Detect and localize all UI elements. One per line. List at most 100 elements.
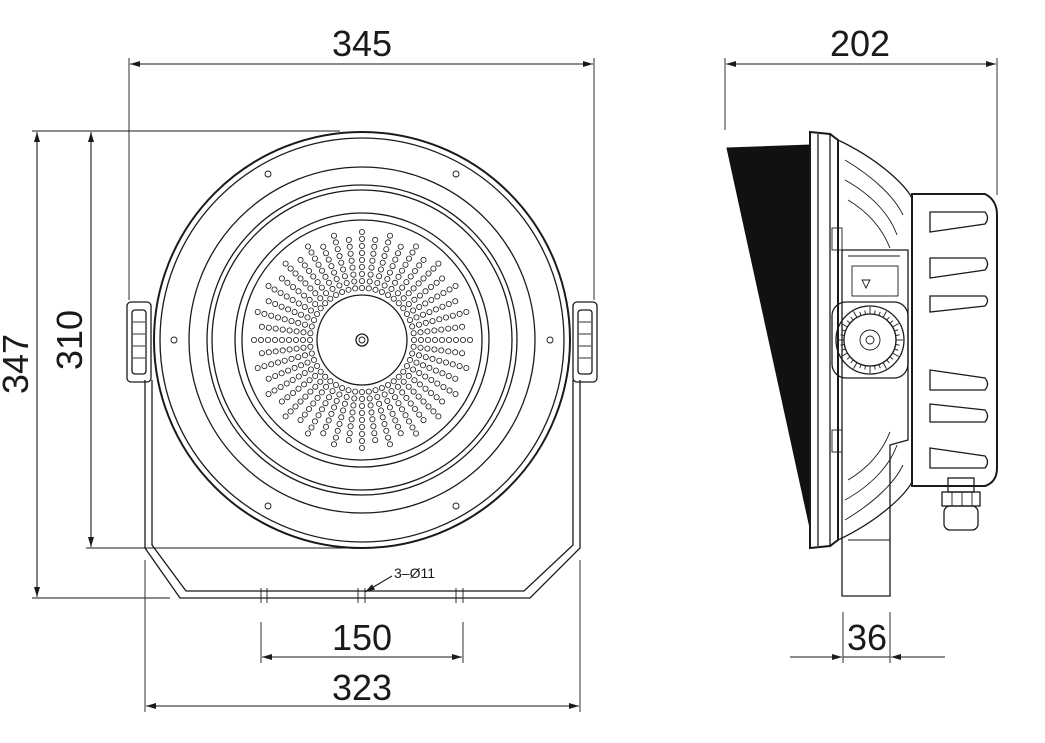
led-dot	[311, 255, 318, 262]
led-dot	[358, 284, 365, 291]
led-dot	[385, 239, 392, 246]
led-dot	[426, 364, 433, 371]
led-dot	[328, 410, 335, 417]
led-dot	[407, 273, 414, 280]
led-dot	[325, 256, 332, 263]
hole-note: 3–Ø11	[394, 565, 435, 581]
led-dot	[419, 311, 426, 318]
led-dot	[403, 362, 410, 369]
led-dot	[314, 279, 321, 286]
led-dot	[403, 394, 410, 401]
led-dot	[367, 271, 374, 278]
led-dot	[322, 300, 329, 307]
led-dot	[425, 403, 432, 410]
dial-tick	[882, 311, 887, 318]
led-dot	[345, 236, 352, 243]
led-dot	[250, 336, 257, 343]
led-dot	[365, 285, 372, 292]
lamp-housing	[153, 131, 571, 549]
led-dot	[428, 296, 435, 303]
led-dot	[452, 349, 459, 356]
led-dot	[376, 400, 383, 407]
led-dot	[322, 373, 329, 380]
led-dot	[432, 306, 439, 313]
led-dot	[265, 298, 272, 305]
led-dot	[410, 285, 417, 292]
led-dot	[336, 420, 343, 427]
led-dot	[338, 414, 345, 421]
led-dot	[336, 252, 343, 259]
screw-icon	[546, 336, 554, 344]
dim-depth-202: 202	[830, 23, 890, 64]
led-dot	[445, 372, 452, 379]
dial-tick	[886, 359, 890, 364]
led-dot	[271, 336, 278, 343]
led-dot	[325, 279, 332, 286]
led-dot	[307, 330, 314, 337]
led-dot	[410, 388, 417, 395]
led-dot	[323, 290, 330, 297]
led-dot	[369, 257, 376, 264]
led-dot	[322, 250, 329, 257]
led-dot	[350, 402, 357, 409]
led-dot	[395, 373, 402, 380]
screw-icon	[170, 336, 178, 344]
led-dot	[317, 305, 324, 312]
led-dot	[424, 336, 431, 343]
led-dot	[322, 273, 329, 280]
led-dot	[452, 390, 459, 397]
led-dot	[292, 336, 299, 343]
led-dot	[315, 261, 322, 268]
led-dot	[352, 388, 359, 395]
led-dot	[456, 310, 463, 317]
led-dot	[410, 330, 417, 337]
led-dot	[405, 418, 412, 425]
led-dot	[306, 336, 313, 343]
led-dot	[358, 256, 365, 263]
led-dot	[295, 373, 302, 380]
led-dot	[370, 423, 377, 430]
led-dot	[399, 389, 406, 396]
led-dot	[436, 357, 443, 364]
led-dot	[327, 295, 334, 302]
led-dot	[383, 246, 390, 253]
led-dot	[422, 319, 429, 326]
lens-face	[726, 144, 811, 529]
led-dot	[285, 336, 292, 343]
led-dot	[374, 393, 381, 400]
led-dot	[412, 430, 419, 437]
led-dot	[345, 286, 352, 293]
led-dot	[304, 430, 311, 437]
led-dot	[349, 264, 356, 271]
led-dot	[369, 416, 376, 423]
led-dot	[325, 417, 332, 424]
led-dot	[417, 344, 424, 351]
led-dot	[381, 252, 388, 259]
led-dot	[348, 257, 355, 264]
led-dot	[422, 354, 429, 361]
led-dot	[351, 395, 358, 402]
led-dot	[449, 361, 456, 368]
led-dot	[374, 279, 381, 286]
led-dot	[297, 275, 304, 282]
led-dot	[278, 336, 285, 343]
led-dot	[327, 378, 334, 385]
led-dot	[314, 394, 321, 401]
led-dot	[288, 318, 295, 325]
led-dot	[410, 343, 417, 350]
led-dot	[346, 430, 353, 437]
led-dot	[274, 314, 281, 321]
led-dot	[390, 378, 397, 385]
led-dot	[289, 389, 296, 396]
led-dot	[278, 370, 285, 377]
dial-tick	[841, 348, 846, 351]
side-view: 202 36	[724, 23, 998, 663]
led-dot	[413, 314, 420, 321]
led-dot	[295, 319, 302, 326]
led-dot	[417, 329, 424, 336]
led-dot	[371, 430, 378, 437]
dial-tick	[864, 365, 866, 370]
led-dot	[297, 362, 304, 369]
led-dot	[340, 266, 347, 273]
led-dot	[370, 250, 377, 257]
